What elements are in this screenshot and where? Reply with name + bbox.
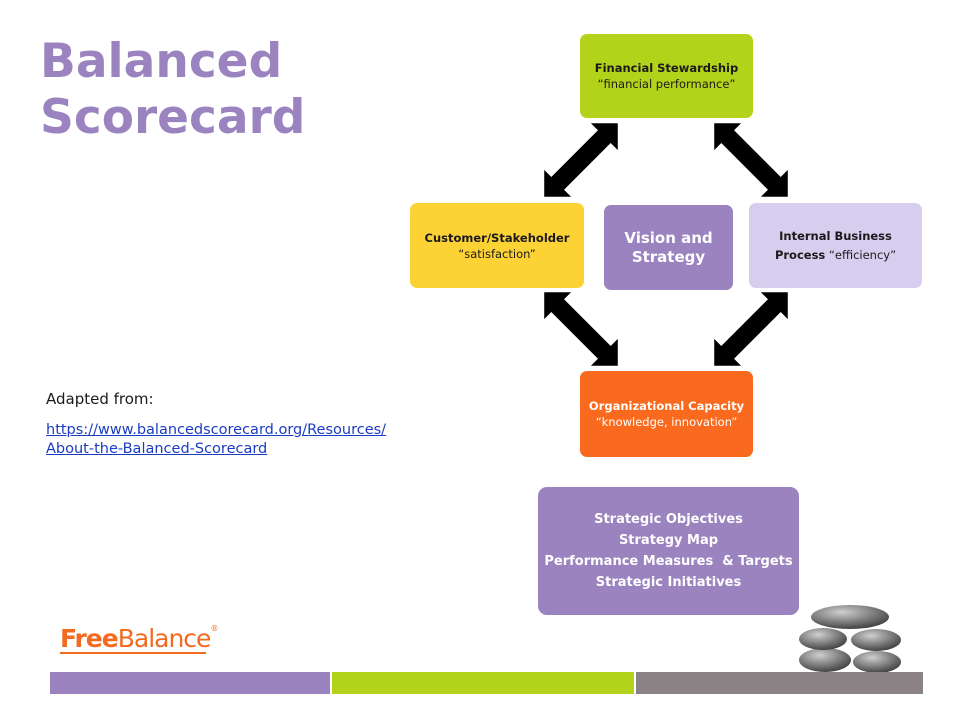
customer-subtitle: “satisfaction”	[458, 246, 536, 261]
logo-free: Free	[60, 624, 119, 653]
logo-balance: Balance	[117, 624, 212, 653]
adapted-from-label: Adapted from:	[46, 390, 154, 408]
internal-title-2: Process	[774, 248, 826, 262]
customer-stakeholder-box: Customer/Stakeholder “satisfaction”	[410, 203, 584, 288]
organizational-title: Organizational Capacity	[588, 399, 745, 413]
strategy-map: Strategy Map	[618, 533, 719, 548]
strategic-elements-box: Strategic Objectives Strategy Map Perfor…	[538, 487, 799, 615]
vision-line-2: Strategy	[631, 247, 706, 266]
internal-business-process-box: Internal Business Process “efficiency”	[749, 203, 922, 288]
vision-strategy-box: Vision and Strategy	[604, 205, 733, 290]
source-link[interactable]: https://www.balancedscorecard.org/Resour…	[46, 421, 386, 459]
title-line-2: Scorecard	[40, 90, 306, 145]
organizational-capacity-box: Organizational Capacity “knowledge, inno…	[580, 371, 753, 457]
arrow-customer-organizational	[530, 278, 632, 380]
source-link-line-1[interactable]: https://www.balancedscorecard.org/Resour…	[46, 422, 387, 438]
logo-registered: ®	[210, 624, 219, 633]
financial-subtitle: “financial performance”	[597, 77, 736, 91]
footer-bar-purple	[50, 672, 330, 694]
performance-measures: Performance Measures & Targets	[544, 554, 793, 569]
strategic-initiatives: Strategic Initiatives	[595, 575, 742, 590]
financial-title: Financial Stewardship	[594, 61, 739, 75]
financial-stewardship-box: Financial Stewardship “financial perform…	[580, 34, 753, 118]
footer-bar-green	[332, 672, 634, 694]
vision-line-1: Vision and	[624, 228, 713, 247]
footer-bar-gray	[636, 672, 923, 694]
internal-title: Internal Business	[779, 229, 892, 243]
page-title: Balanced Scorecard	[40, 34, 305, 146]
organizational-subtitle: “knowledge, innovation”	[595, 415, 738, 429]
customer-title: Customer/Stakeholder	[424, 230, 570, 245]
stacked-stones-image	[799, 605, 901, 673]
freebalance-logo: FreeBalance®	[60, 624, 218, 653]
logo-underline	[60, 652, 206, 654]
strategic-objectives: Strategic Objectives	[594, 512, 743, 527]
title-line-1: Balanced	[40, 34, 283, 89]
arrow-internal-organizational	[700, 278, 802, 380]
arrow-financial-customer	[530, 109, 632, 211]
internal-subtitle: “efficiency”	[825, 248, 897, 262]
source-link-line-2[interactable]: About-the-Balanced-Scorecard	[46, 441, 268, 457]
arrow-financial-internal	[700, 109, 802, 211]
